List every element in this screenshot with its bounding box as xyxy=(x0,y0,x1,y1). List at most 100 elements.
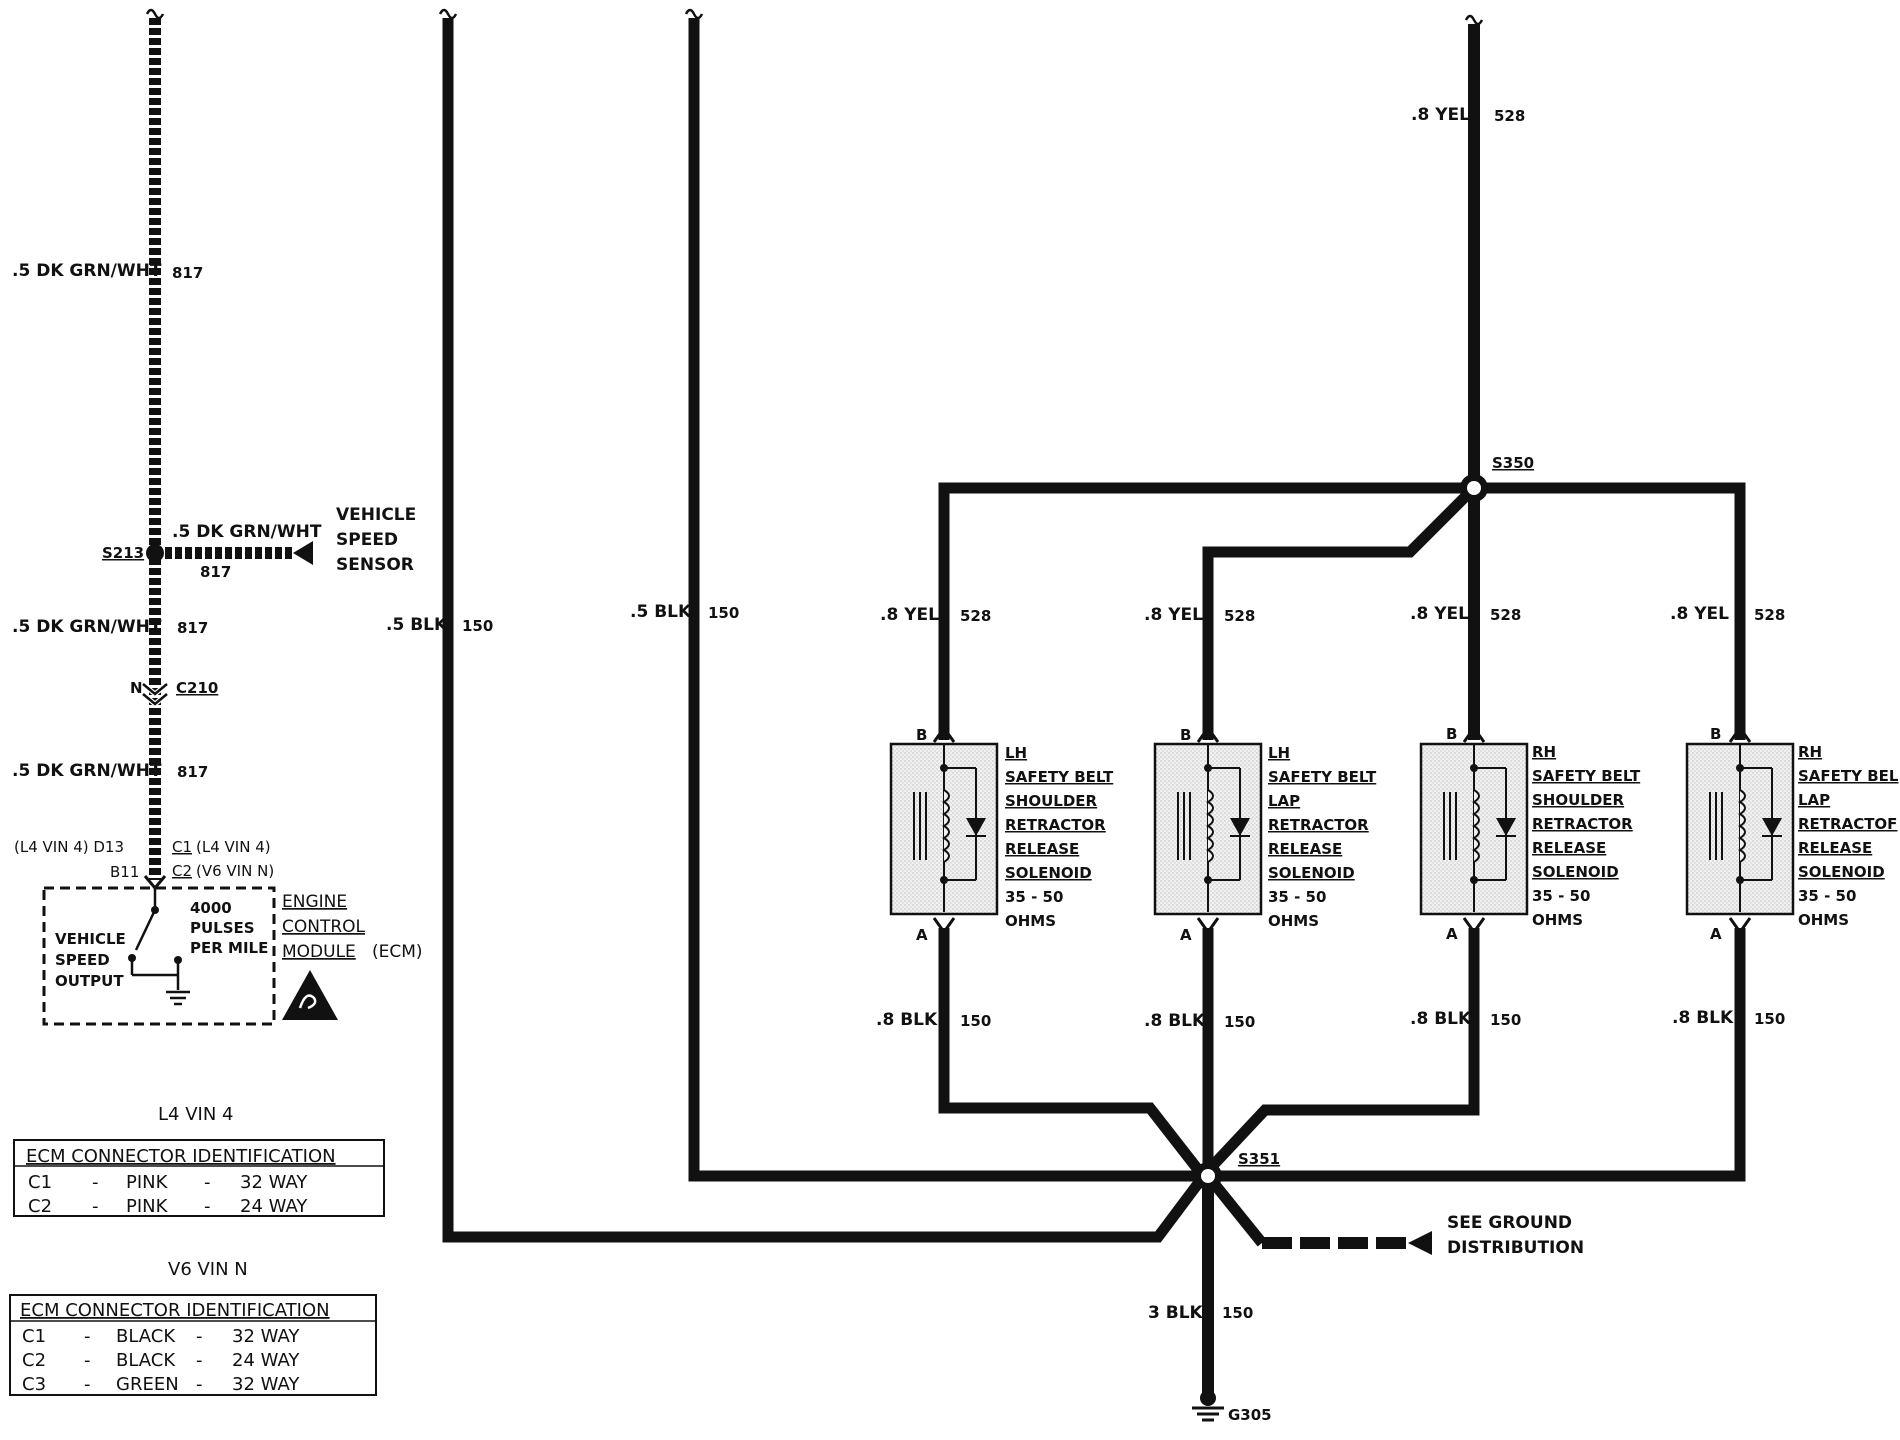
wire-150-mid xyxy=(688,18,1203,1182)
solenoid-3-l3: RETRACTOF xyxy=(1798,815,1897,833)
table2-caption: V6 VIN N xyxy=(168,1259,248,1280)
wire-150-sol2-color: .8 BLK xyxy=(1410,1009,1472,1029)
wire-528-sol3 xyxy=(1474,482,1746,740)
wire-817-low-color: .5 DK GRN/WHT xyxy=(12,761,162,781)
table2-row1-c: C2 xyxy=(22,1350,46,1371)
table2-row1-size: 24 WAY xyxy=(232,1350,300,1371)
solenoid-1-l4: RELEASE xyxy=(1268,840,1342,858)
ground-g305-label: G305 xyxy=(1228,1406,1272,1424)
solenoid-0-l4: RELEASE xyxy=(1005,840,1079,858)
wire-528-top-color: .8 YEL xyxy=(1411,105,1470,125)
solenoid-0-side: LH xyxy=(1005,744,1027,762)
wire-150-sol1-color: .8 BLK xyxy=(1144,1011,1206,1031)
solenoid-1-l5: SOLENOID xyxy=(1268,864,1355,882)
table2-row2-c: C3 xyxy=(22,1374,46,1395)
solenoid-0 xyxy=(889,725,999,935)
table2-row2-color: GREEN xyxy=(116,1374,179,1395)
wire-150-sol0-num: 150 xyxy=(960,1012,991,1030)
connector-c210-shape xyxy=(142,683,168,706)
solenoid-2-pin-a: A xyxy=(1446,925,1458,943)
wire-150-mid-color: .5 BLK xyxy=(630,602,692,622)
solenoid-0-l1: SAFETY BELT xyxy=(1005,768,1114,786)
connector-c210-pin: N xyxy=(130,679,143,697)
circuit-150-ground: .5 BLK 150 .5 BLK 150 SEE GROUND DISTRIB… xyxy=(386,8,1785,1424)
sensor-connector-icon xyxy=(293,541,313,565)
wire-528-top-num: 528 xyxy=(1494,107,1525,125)
solenoid-1-side: LH xyxy=(1268,744,1290,762)
break-mark-150-mid xyxy=(684,8,704,20)
wire-528-sol3-num: 528 xyxy=(1754,606,1785,624)
solenoid-2-l1: SAFETY BELT xyxy=(1532,767,1641,785)
solenoid-2-l5: SOLENOID xyxy=(1532,863,1619,881)
solenoid-0-pin-a: A xyxy=(916,926,928,944)
sensor-label-1: VEHICLE xyxy=(336,505,416,525)
splice-s213-label: S213 xyxy=(102,544,144,562)
ecm-box xyxy=(42,886,276,1026)
solenoid-1-l3: RETRACTOR xyxy=(1268,816,1369,834)
wire-528-sol2-color: .8 YEL xyxy=(1410,604,1469,624)
solenoid-0-l2: SHOULDER xyxy=(1005,792,1098,810)
wire-150-left-color: .5 BLK xyxy=(386,615,448,635)
solenoid-1-labels: B A LH SAFETY BELT LAP RETRACTOR RELEASE… xyxy=(1180,726,1377,944)
table2-row0-color: BLACK xyxy=(116,1326,176,1347)
wire-817-sensor-num: 817 xyxy=(200,563,231,581)
wire-817-low-num: 817 xyxy=(177,763,208,781)
sensor-label-2: SPEED xyxy=(336,530,398,550)
ecm-vso-3: OUTPUT xyxy=(55,972,124,990)
solenoid-3-l1: SAFETY BEL xyxy=(1798,767,1899,785)
solenoid-0-l5: SOLENOID xyxy=(1005,864,1092,882)
table1-row1-c: C2 xyxy=(28,1196,52,1217)
table2-row2-d2: - xyxy=(196,1374,203,1395)
solenoid-3 xyxy=(1685,725,1795,935)
table1-row1-size: 24 WAY xyxy=(240,1196,308,1217)
sensor-label-3: SENSOR xyxy=(336,555,414,575)
solenoid-1 xyxy=(1153,725,1263,935)
circuit-817: .5 DK GRN/WHT 817 S213 .5 DK GRN/WHT 817… xyxy=(12,8,416,891)
ecm-connector-table-v6: V6 VIN N ECM CONNECTOR IDENTIFICATION C1… xyxy=(9,1259,377,1396)
break-mark-150-left xyxy=(438,8,458,20)
solenoid-3-pin-a: A xyxy=(1710,925,1722,943)
solenoid-3-side: RH xyxy=(1798,743,1822,761)
solenoid-2-r1: 35 - 50 xyxy=(1532,887,1590,905)
break-mark-817 xyxy=(145,8,165,20)
wire-528-sol0-num: 528 xyxy=(960,607,991,625)
ecm-pin-arrow xyxy=(143,875,167,891)
table2-header: ECM CONNECTOR IDENTIFICATION xyxy=(20,1300,330,1321)
wire-150-left-num: 150 xyxy=(462,617,493,635)
wire-817-sensor-color: .5 DK GRN/WHT xyxy=(172,522,322,542)
solenoid-2-l3: RETRACTOR xyxy=(1532,815,1633,833)
table2-row1-d2: - xyxy=(196,1350,203,1371)
wire-817-top-color: .5 DK GRN/WHT xyxy=(12,261,162,281)
wire-817-mid-num: 817 xyxy=(177,619,208,637)
wire-817-mid-color: .5 DK GRN/WHT xyxy=(12,617,162,637)
table2-row0-size: 32 WAY xyxy=(232,1326,300,1347)
table1-row0-color: PINK xyxy=(126,1172,169,1193)
solenoid-2-side: RH xyxy=(1532,743,1556,761)
solenoid-2-pin-b: B xyxy=(1446,725,1457,743)
esd-warning-icon xyxy=(282,970,338,1020)
solenoid-1-r1: 35 - 50 xyxy=(1268,888,1326,906)
wire-ground-num: 150 xyxy=(1222,1304,1253,1322)
solenoid-1-pin-b: B xyxy=(1180,726,1191,744)
wire-150-left xyxy=(442,18,1208,1243)
solenoid-3-pin-b: B xyxy=(1710,725,1721,743)
see-ground-1: SEE GROUND xyxy=(1447,1213,1572,1233)
wire-150-right xyxy=(1203,928,1746,1182)
solenoid-1-pin-a: A xyxy=(1180,926,1192,944)
solenoid-0-pin-b: B xyxy=(916,726,927,744)
solenoid-2-labels: B A RH SAFETY BELT SHOULDER RETRACTOR RE… xyxy=(1446,725,1641,943)
ground-g305-icon xyxy=(1192,1390,1224,1422)
solenoid-0-labels: B A LH SAFETY BELT SHOULDER RETRACTOR RE… xyxy=(916,726,1114,944)
circuit-528: .8 YEL 528 S350 .8 YEL 528 .8 YEL 528 .8… xyxy=(880,14,1785,740)
wire-528-sol1-color: .8 YEL xyxy=(1144,605,1203,625)
wire-150-sol3-color: .8 BLK xyxy=(1672,1008,1734,1028)
wire-ground-color: 3 BLK xyxy=(1148,1303,1204,1323)
table1-row1-color: PINK xyxy=(126,1196,169,1217)
wire-150-sol2-num: 150 xyxy=(1490,1011,1521,1029)
solenoid-0-l3: RETRACTOR xyxy=(1005,816,1106,834)
table1-row0-c: C1 xyxy=(28,1172,52,1193)
table1-header: ECM CONNECTOR IDENTIFICATION xyxy=(26,1146,336,1167)
wire-150-sol1-num: 150 xyxy=(1224,1013,1255,1031)
see-ground-2: DISTRIBUTION xyxy=(1447,1238,1584,1258)
wire-528-sol1-num: 528 xyxy=(1224,607,1255,625)
